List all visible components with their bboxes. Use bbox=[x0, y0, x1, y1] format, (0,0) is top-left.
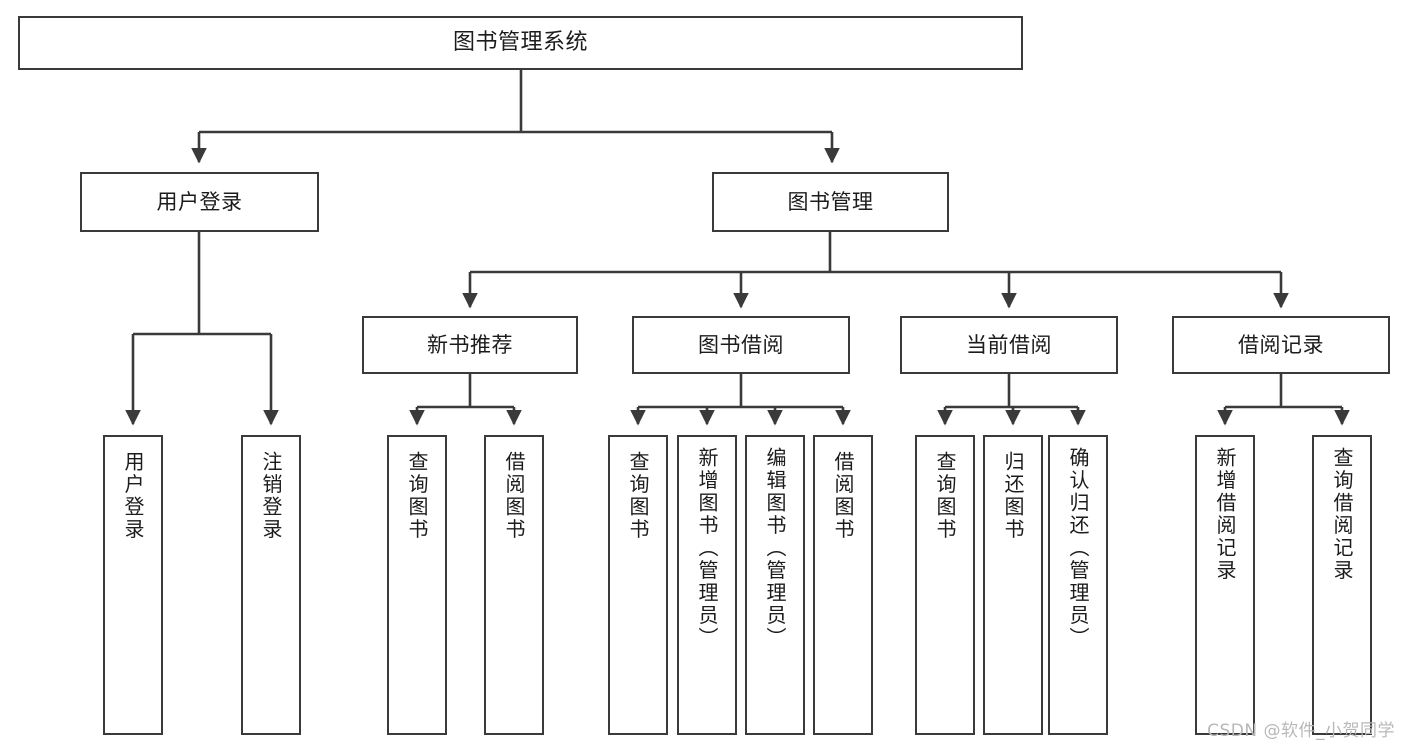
node-label: 确认归还（管理员） bbox=[1066, 447, 1090, 650]
leaf-confirm-return-admin[interactable]: 确认归还（管理员） bbox=[1048, 435, 1108, 735]
node-label: 查询借阅记录 bbox=[1330, 447, 1354, 582]
node-label: 查询图书 bbox=[626, 451, 650, 541]
leaf-query-book-borrow[interactable]: 查询图书 bbox=[608, 435, 668, 735]
node-label: 当前借阅 bbox=[966, 332, 1052, 357]
leaf-add-book-admin[interactable]: 新增图书（管理员） bbox=[677, 435, 737, 735]
node-label: 查询图书 bbox=[405, 451, 429, 541]
leaf-query-borrow-record[interactable]: 查询借阅记录 bbox=[1312, 435, 1372, 735]
node-label: 借阅记录 bbox=[1238, 332, 1324, 357]
node-label: 编辑图书（管理员） bbox=[763, 447, 787, 650]
node-label: 借阅图书 bbox=[831, 451, 855, 541]
node-user-login[interactable]: 用户登录 bbox=[80, 172, 319, 232]
node-borrow-record[interactable]: 借阅记录 bbox=[1172, 316, 1390, 374]
node-book-management[interactable]: 图书管理 bbox=[712, 172, 949, 232]
node-label: 借阅图书 bbox=[502, 451, 526, 541]
node-book-management-system[interactable]: 图书管理系统 bbox=[18, 16, 1023, 70]
leaf-borrow-book[interactable]: 借阅图书 bbox=[813, 435, 873, 735]
node-label: 新书推荐 bbox=[427, 332, 513, 357]
leaf-logout-login[interactable]: 注销登录 bbox=[241, 435, 301, 735]
node-label: 图书管理系统 bbox=[452, 30, 588, 56]
csdn-watermark: CSDN @软件_小贺同学 bbox=[1207, 721, 1395, 741]
node-label: 用户登录 bbox=[156, 189, 243, 214]
node-label: 归还图书 bbox=[1001, 451, 1025, 541]
node-label: 用户登录 bbox=[121, 451, 145, 541]
node-label: 注销登录 bbox=[259, 451, 283, 541]
leaf-add-borrow-record[interactable]: 新增借阅记录 bbox=[1195, 435, 1255, 735]
node-label: 新增借阅记录 bbox=[1213, 447, 1237, 582]
node-label: 图书借阅 bbox=[698, 332, 784, 357]
leaf-edit-book-admin[interactable]: 编辑图书（管理员） bbox=[745, 435, 805, 735]
node-label: 查询图书 bbox=[933, 451, 957, 541]
node-label: 新增图书（管理员） bbox=[695, 447, 719, 650]
node-book-borrow[interactable]: 图书借阅 bbox=[632, 316, 850, 374]
node-label: 图书管理 bbox=[787, 189, 874, 214]
leaf-borrow-book-recommend[interactable]: 借阅图书 bbox=[484, 435, 544, 735]
leaf-return-book[interactable]: 归还图书 bbox=[983, 435, 1043, 735]
leaf-query-book-recommend[interactable]: 查询图书 bbox=[387, 435, 447, 735]
leaf-user-login[interactable]: 用户登录 bbox=[103, 435, 163, 735]
node-current-borrow[interactable]: 当前借阅 bbox=[900, 316, 1118, 374]
node-new-book-recommend[interactable]: 新书推荐 bbox=[362, 316, 578, 374]
leaf-query-book-current[interactable]: 查询图书 bbox=[915, 435, 975, 735]
